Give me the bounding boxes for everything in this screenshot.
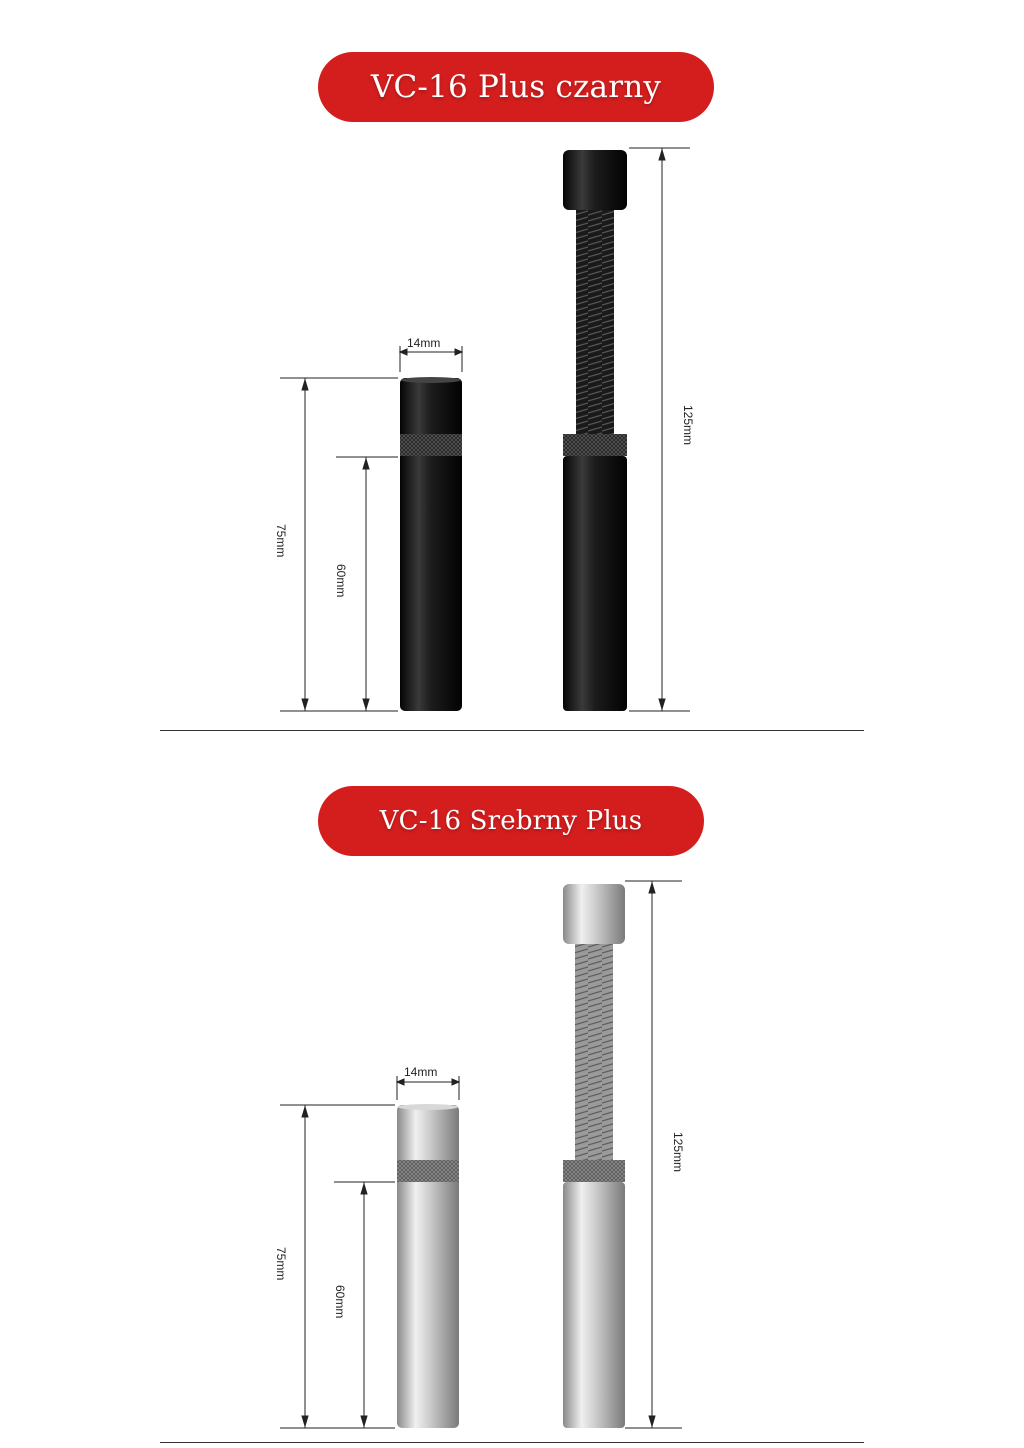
short-pin-black bbox=[400, 377, 462, 711]
section-divider bbox=[160, 1442, 864, 1443]
short-body-label: 60mm bbox=[334, 564, 348, 597]
diameter-label: 14mm bbox=[407, 336, 440, 350]
product-title: VC-16 Plus czarny bbox=[370, 69, 662, 105]
section-divider bbox=[160, 730, 864, 731]
product-title-badge: VC-16 Srebrny Plus bbox=[318, 786, 704, 856]
dimension-diagram: 14mm 75mm 60mm 125mm bbox=[274, 880, 685, 1429]
dimension-lines bbox=[280, 147, 690, 712]
product-section-black: VC-16 Plus czarny bbox=[160, 52, 864, 731]
short-total-label: 75mm bbox=[274, 524, 288, 557]
dimension-lines bbox=[280, 880, 682, 1429]
short-pin-silver bbox=[397, 1104, 459, 1428]
extended-pin-silver bbox=[563, 884, 625, 1428]
extended-pin-black bbox=[563, 150, 627, 711]
product-title: VC-16 Srebrny Plus bbox=[379, 806, 643, 836]
short-body-label: 60mm bbox=[333, 1285, 347, 1318]
short-total-label: 75mm bbox=[274, 1247, 288, 1280]
diameter-label: 14mm bbox=[404, 1065, 437, 1079]
product-title-badge: VC-16 Plus czarny bbox=[318, 52, 714, 122]
extended-total-label: 125mm bbox=[681, 405, 695, 445]
extended-total-label: 125mm bbox=[671, 1132, 685, 1172]
dimension-diagram: 14mm 75mm 60mm 125mm bbox=[274, 147, 695, 712]
